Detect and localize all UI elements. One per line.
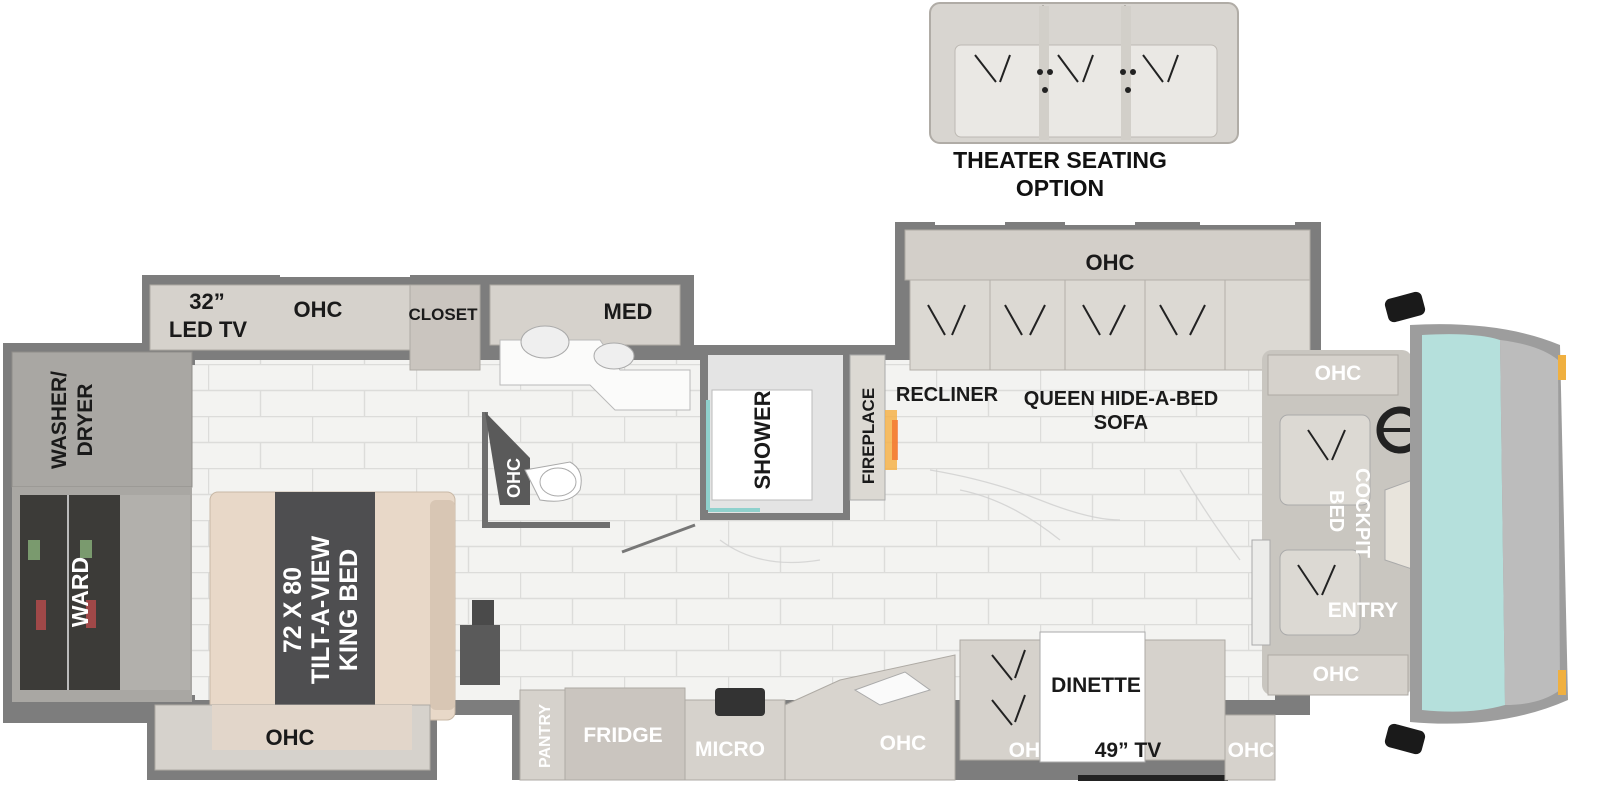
shower (700, 345, 850, 520)
windshield (1384, 291, 1568, 755)
entry-label: ENTRY (1328, 599, 1398, 622)
tv32-label-2: LED TV (169, 317, 248, 342)
dinette-label: DINETTE (1051, 674, 1141, 697)
closet-label: CLOSET (409, 305, 479, 324)
tv49-label: 49” TV (1095, 739, 1162, 762)
ohc-dinette-label: OHC (1009, 739, 1056, 762)
theater-seating-option (929, 2, 1239, 144)
recliner-icon (974, 54, 1179, 83)
ohc-kitchen-label: OHC (880, 732, 927, 755)
ohc-bedroom-top-label: OHC (294, 297, 343, 322)
theater-caption: THEATER SEATING OPTION (900, 146, 1220, 202)
cockpit-label: COCKPIT (1351, 468, 1373, 558)
sofa-label-2: SOFA (1094, 412, 1148, 434)
tv32-label: 32” (189, 289, 224, 314)
washer-label: WASHER/ (48, 371, 71, 469)
bedroom-top-cabinets (149, 284, 481, 371)
bed-label-3: KING BED (335, 549, 363, 671)
king-bed (209, 491, 456, 721)
cockpit (1251, 350, 1446, 696)
dryer-label: DRYER (74, 384, 97, 457)
recliner-label: RECLINER (896, 384, 999, 406)
sofa-label-1: QUEEN HIDE-A-BED (1024, 388, 1218, 410)
bedroom-bottom-cabinets (154, 704, 431, 771)
med-label: MED (604, 299, 653, 324)
ward-label: WARD (67, 557, 93, 627)
fireplace (849, 354, 898, 501)
queen-sofa (904, 229, 1311, 371)
cockpit-bed-label: BED (1325, 490, 1347, 532)
room-labels: 32” LED TV OHC CLOSET MED OHC WASHER/ DR… (48, 250, 1398, 768)
ohc-cockpit-top-label: OHC (1315, 362, 1362, 385)
theater-caption-line1: THEATER SEATING (953, 147, 1167, 173)
ohc-front-bottom-label: OHC (1228, 739, 1275, 762)
micro-label: MICRO (695, 738, 765, 761)
fridge-label: FRIDGE (583, 724, 662, 747)
washer-dryer (11, 351, 193, 488)
kitchen (460, 600, 1276, 781)
bathroom (482, 284, 696, 554)
ohc-cockpit-bottom-label: OHC (1313, 663, 1360, 686)
ohc-living-top-label: OHC (1086, 250, 1135, 275)
ohc-bedroom-bottom-label: OHC (266, 725, 315, 750)
bed-label-2: TILT-A-VIEW (307, 536, 335, 685)
pantry-label: PANTRY (537, 704, 554, 768)
shower-label: SHOWER (750, 390, 775, 489)
fireplace-label: FIREPLACE (859, 388, 878, 484)
dinette (959, 631, 1226, 763)
wardrobe (12, 487, 192, 702)
theater-caption-line2: OPTION (1015, 175, 1105, 201)
ohc-bath-label: OHC (504, 458, 524, 498)
bed-label-1: 72 X 80 (279, 567, 307, 653)
